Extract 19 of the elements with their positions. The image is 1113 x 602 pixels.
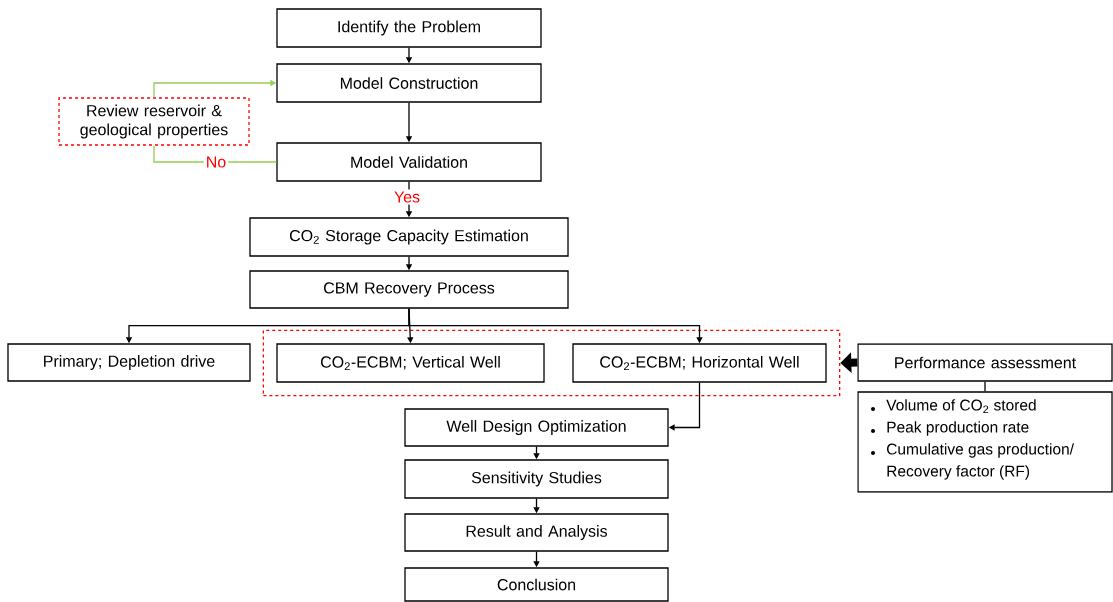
process-box: Sensitivity Studies [404, 459, 669, 499]
process-box: Result and Analysis [404, 513, 669, 552]
heading-box: Performance assessment [857, 343, 1113, 382]
connector-line [984, 381, 986, 392]
edge-label: No [203, 154, 229, 170]
process-box: Conclusion [404, 567, 669, 602]
process-box: Well Design Optimization [404, 408, 669, 447]
process-box: Model Validation [276, 142, 542, 182]
process-box: CO$_{2}$-ECBM; Horizontal Well [572, 343, 827, 383]
bullet-list-box: Volume of CO$_{2}$ stored Peak production rate Cumulative gas production/ Recovery factor (RF) [857, 391, 1113, 493]
process-box: CO$_{2}$ Storage Capacity Estimation [249, 217, 569, 257]
process-box: Model Construction [276, 63, 542, 103]
edge-label: Yes [391, 189, 423, 205]
process-box: Identify the Problem [276, 8, 542, 48]
process-box: CO$_{2}$-ECBM; Vertical Well [276, 343, 545, 383]
process-box: CBM Recovery Process [249, 270, 569, 309]
process-box: Primary; Depletion drive [7, 343, 251, 382]
dashed-group-box [262, 329, 841, 397]
dashed-box: Review reservoir & geological properties [58, 97, 250, 146]
